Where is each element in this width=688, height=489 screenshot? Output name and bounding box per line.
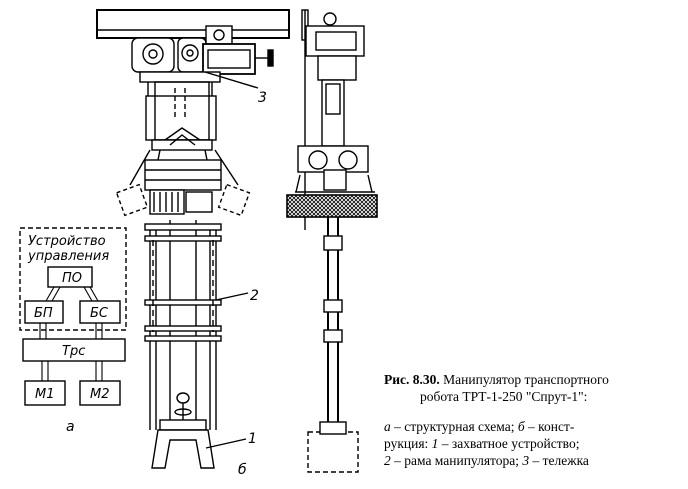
figure-caption-title: Рис. 8.30. Манипулятор транспортного роб… <box>384 371 684 405</box>
callout-2: 2 <box>250 288 259 304</box>
block-m2-label: М2 <box>90 387 110 402</box>
caption-line2-rest: – захватное устройство; <box>438 436 580 451</box>
sublabel-b: б <box>238 462 247 478</box>
caption-num-1: 1 <box>431 436 439 451</box>
block-diagram <box>19 227 127 406</box>
caption-line2-text: рукция: <box>384 436 432 451</box>
callout-1: 1 <box>248 431 257 447</box>
caption-b-text: – конст- <box>524 419 575 434</box>
group-title-line1: Устройство <box>28 234 106 249</box>
front-view <box>96 9 290 469</box>
block-m1-label: М1 <box>35 387 55 402</box>
caption-num-3: 3 <box>522 453 530 468</box>
overhead-rail <box>96 9 290 39</box>
block-bs <box>79 300 121 324</box>
block-labels: Устройство управления ПО БП БС Трс М1 М2… <box>27 234 110 435</box>
trolley-motor <box>202 43 274 75</box>
caption-a: а <box>384 419 391 434</box>
side-view <box>286 9 378 473</box>
block-bp <box>24 300 64 324</box>
block-trs-label: Трс <box>62 344 85 359</box>
caption-a-text: – структурная схема; <box>390 419 518 434</box>
caption-line3-rest: – тележка <box>529 453 589 468</box>
gripper <box>151 392 215 469</box>
control-unit-group <box>19 227 127 331</box>
caption-line3-mid: – рама манипулятора; <box>390 453 523 468</box>
caption-title-line2: робота ТРТ-1-250 "Спрут-1": <box>420 389 588 404</box>
mesh-base <box>286 194 378 218</box>
caption-num-2: 2 <box>384 453 391 468</box>
manipulator-frame <box>144 220 222 430</box>
block-bs-label: БС <box>90 306 109 321</box>
figure-caption-body: а – структурная схема; б – конст- рукция… <box>384 418 684 469</box>
sublabel-a: а <box>66 419 75 435</box>
figure-label: Рис. 8.30. <box>384 372 440 387</box>
block-m2 <box>79 380 121 406</box>
construction-labels: 3 2 1 б <box>238 90 267 478</box>
callout-3: 3 <box>258 90 267 106</box>
block-m1 <box>24 380 66 406</box>
group-title-line2: управления <box>27 249 109 264</box>
block-po-label: ПО <box>62 271 82 286</box>
block-bp-label: БП <box>34 306 53 321</box>
block-po <box>47 266 93 288</box>
block-trs <box>22 338 126 362</box>
caption-title-line1: Манипулятор транспортного <box>443 372 609 387</box>
caption-b: б <box>517 419 525 434</box>
